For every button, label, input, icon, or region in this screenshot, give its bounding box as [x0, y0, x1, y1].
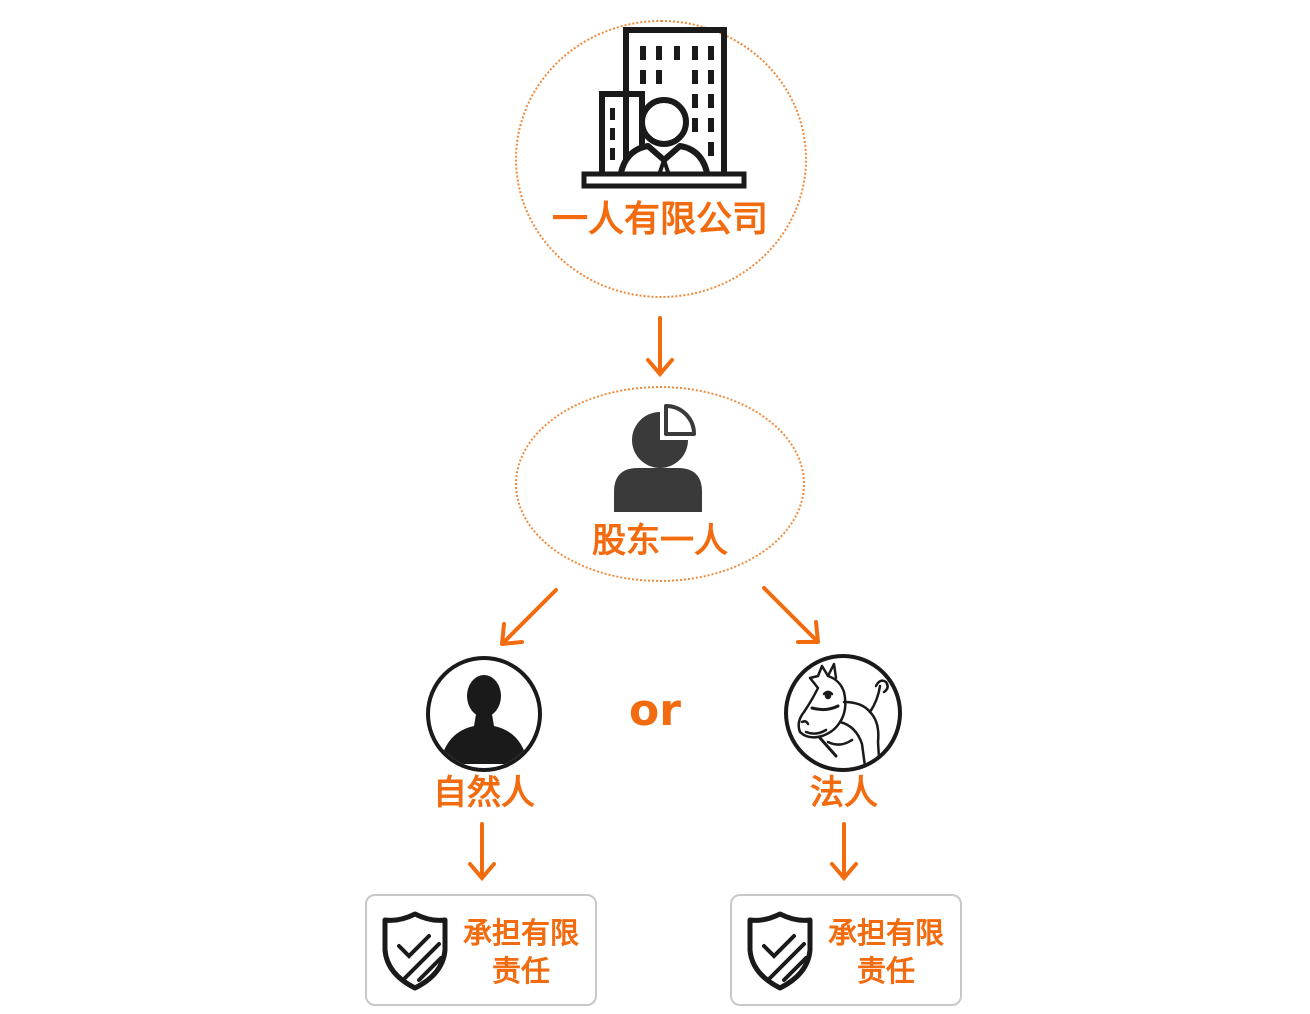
liability-box-right: 承担有限 责任 — [730, 894, 962, 1006]
natural-person-label: 自然人 — [433, 773, 535, 813]
arrow-down-right-icon — [762, 586, 820, 644]
shield-check-icon — [382, 911, 448, 991]
shield-check-icon — [747, 911, 813, 991]
horse-mascot-icon — [784, 654, 902, 772]
arrow-down-icon — [646, 316, 674, 378]
shareholder-pie-icon — [614, 404, 702, 512]
legal-person-label: 法人 — [810, 773, 878, 813]
person-silhouette-icon — [426, 656, 542, 772]
liability-box-left: 承担有限 责任 — [365, 894, 597, 1006]
or-connector: or — [629, 685, 681, 736]
liability-text-line1: 承担有限 — [827, 916, 944, 950]
shareholder-ring — [515, 386, 805, 582]
company-ring — [515, 20, 807, 298]
shareholder-label: 股东一人 — [592, 521, 728, 561]
company-label: 一人有限公司 — [551, 199, 768, 240]
liability-text-line2: 责任 — [491, 954, 550, 988]
liability-text-line2: 责任 — [856, 954, 915, 988]
arrow-down-icon — [468, 822, 496, 882]
liability-text-line1: 承担有限 — [462, 916, 579, 950]
building-person-icon — [581, 27, 747, 189]
arrow-down-icon — [830, 822, 858, 882]
arrow-down-left-icon — [500, 588, 558, 646]
